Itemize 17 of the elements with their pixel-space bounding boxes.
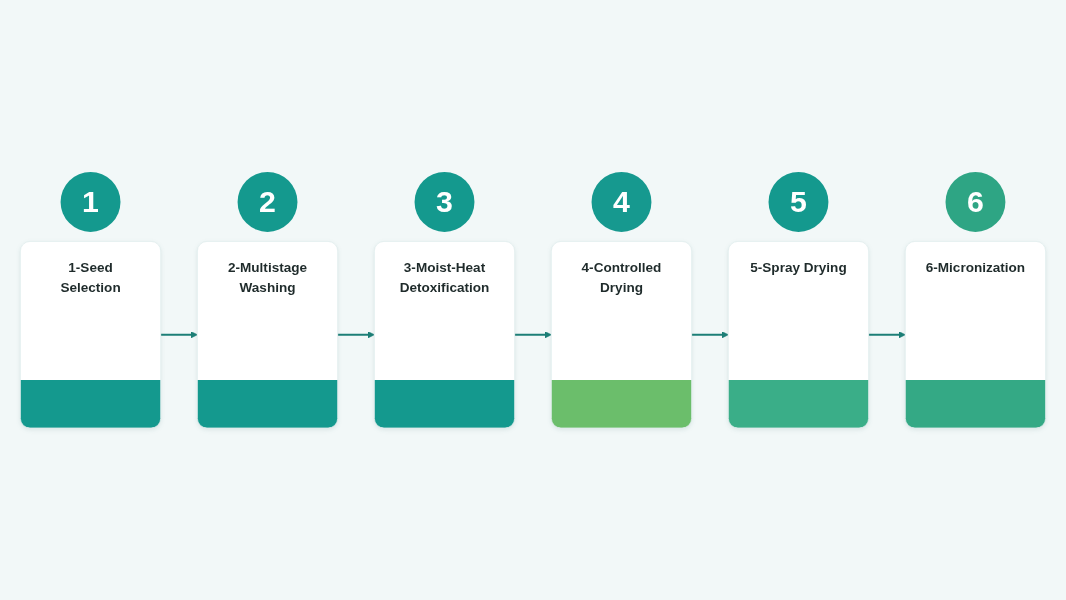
node-box: 4-Controlled Drying [550, 241, 693, 429]
arrow [867, 331, 906, 339]
arrow [513, 331, 552, 339]
node-box: 1-Seed Selection [20, 241, 162, 429]
node-circle: 3 [414, 172, 475, 232]
arrow [690, 331, 729, 339]
arrow [159, 331, 198, 339]
node-circle: 5 [768, 172, 829, 232]
node-circle: 4 [591, 172, 652, 232]
node-box: 6-Micronization [904, 241, 1046, 429]
node-circle: 6 [945, 172, 1006, 232]
node-circle: 1 [60, 172, 121, 232]
node-box: 3-Moist-Heat Detoxification [373, 241, 516, 429]
node-box: 2-Multistage Washing [196, 241, 339, 429]
arrow [336, 331, 375, 339]
node-box: 5-Spray Drying [727, 241, 870, 429]
node-circle: 2 [237, 172, 298, 232]
